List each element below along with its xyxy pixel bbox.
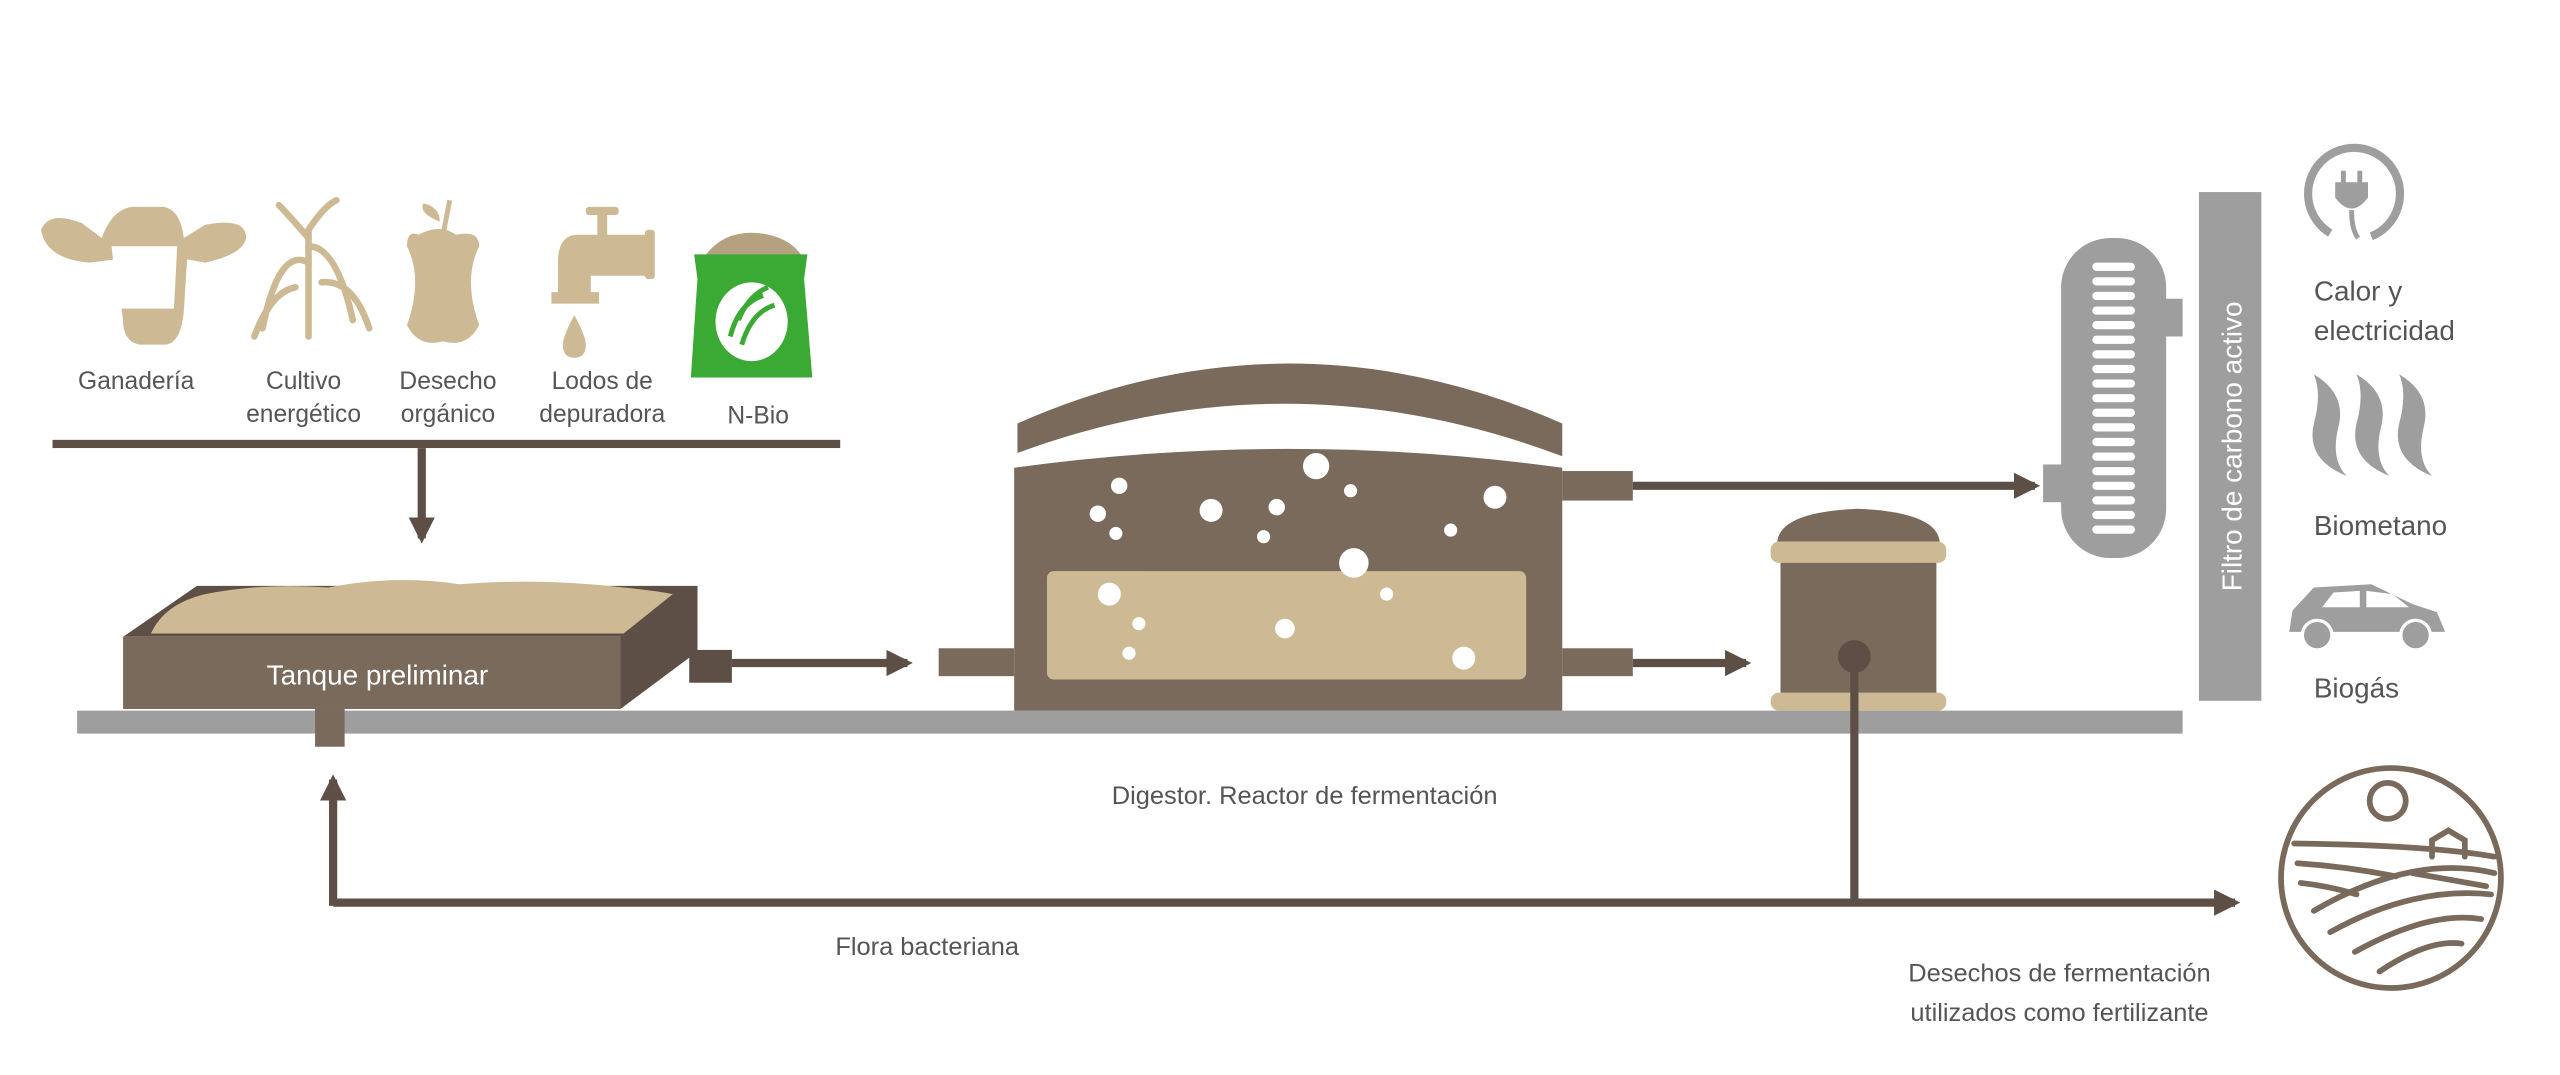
car-icon	[2289, 584, 2446, 652]
filter-slat	[2092, 408, 2135, 417]
svg-text:Biogás: Biogás	[2314, 673, 2399, 704]
bacteria-label: Flora bacteriana	[835, 933, 1020, 961]
nbio-bag-icon	[690, 232, 813, 378]
svg-text:Lodos de: Lodos de	[552, 368, 653, 395]
filter-slat	[2092, 277, 2135, 286]
filter-slat	[2092, 321, 2135, 330]
farmland-icon	[2278, 765, 2504, 991]
source-label: N-Bio	[727, 402, 789, 429]
digestor-reactor	[938, 363, 1633, 711]
filter-slat	[2092, 262, 2135, 271]
preliminary-tank	[123, 580, 732, 747]
steam-icon	[2312, 374, 2432, 476]
source-label: depuradora	[539, 401, 665, 428]
filter-slat	[2092, 525, 2135, 534]
filter-slat	[2092, 306, 2135, 315]
collector-bar	[52, 439, 841, 449]
filter-slat	[2092, 394, 2135, 403]
filter-slat	[2092, 379, 2135, 388]
filter-slat	[2092, 335, 2135, 344]
ground-bar	[77, 710, 2183, 734]
svg-text:Calor y: Calor y	[2314, 275, 2402, 306]
bubbles	[1089, 452, 1507, 670]
output-label: electricidad	[2314, 315, 2455, 346]
filter-slat	[2092, 291, 2135, 301]
filter-slat	[2092, 467, 2135, 476]
output-label: Calor y	[2314, 275, 2402, 306]
digestor-label: Digestor. Reactor de fermentación	[1112, 782, 1498, 810]
svg-text:Ganadería: Ganadería	[78, 368, 195, 395]
filter-slat	[2092, 452, 2135, 461]
source-label: Lodos de	[552, 368, 653, 395]
svg-text:Tanque preliminar: Tanque preliminar	[267, 659, 489, 690]
filter-slat	[2092, 496, 2135, 505]
source-label: Cultivo	[266, 368, 341, 395]
svg-text:electricidad: electricidad	[2314, 315, 2455, 346]
svg-text:Flora bacteriana: Flora bacteriana	[835, 933, 1020, 961]
filter-bar	[2198, 192, 2262, 701]
svg-text:Biometano: Biometano	[2314, 510, 2447, 541]
svg-text:Digestor. Reactor de fermentac: Digestor. Reactor de fermentación	[1112, 782, 1498, 810]
svg-text:N-Bio: N-Bio	[727, 402, 789, 429]
svg-text:depuradora: depuradora	[539, 401, 665, 428]
svg-text:Cultivo: Cultivo	[266, 368, 341, 395]
filter-slat	[2092, 350, 2135, 359]
filter-label: Filtro de carbono activo	[2217, 302, 2248, 592]
output-label: Biometano	[2314, 510, 2447, 541]
corn-plant-icon	[251, 196, 373, 340]
cow-icon	[41, 206, 247, 345]
svg-text:Filtro de carbono activo: Filtro de carbono activo	[2217, 302, 2248, 592]
svg-text:utilizados como fertilizante: utilizados como fertilizante	[1910, 999, 2208, 1027]
source-label: Ganadería	[78, 368, 195, 395]
svg-text:Desechos de fermentación: Desechos de fermentación	[1908, 959, 2210, 987]
filter-slat	[2092, 510, 2135, 520]
filter-cylinder	[2043, 238, 2183, 559]
source-label: energético	[246, 401, 361, 428]
tank-label: Tanque preliminar	[267, 659, 489, 690]
plug-icon	[2304, 143, 2405, 241]
filter-slat	[2092, 423, 2135, 432]
source-label: orgánico	[401, 401, 495, 428]
filter-slat	[2092, 481, 2135, 490]
fertilizer-label: utilizados como fertilizante	[1910, 999, 2208, 1027]
filter-slat	[2092, 437, 2135, 447]
source-label: Desecho	[399, 368, 496, 395]
output-label: Biogás	[2314, 673, 2399, 704]
apple-core-icon	[406, 199, 480, 343]
faucet-icon	[551, 206, 655, 358]
svg-text:Desecho: Desecho	[399, 368, 496, 395]
svg-text:orgánico: orgánico	[401, 401, 495, 428]
svg-text:energético: energético	[246, 401, 361, 428]
filter-slat	[2092, 364, 2135, 374]
fertilizer-label: Desechos de fermentación	[1908, 959, 2210, 987]
